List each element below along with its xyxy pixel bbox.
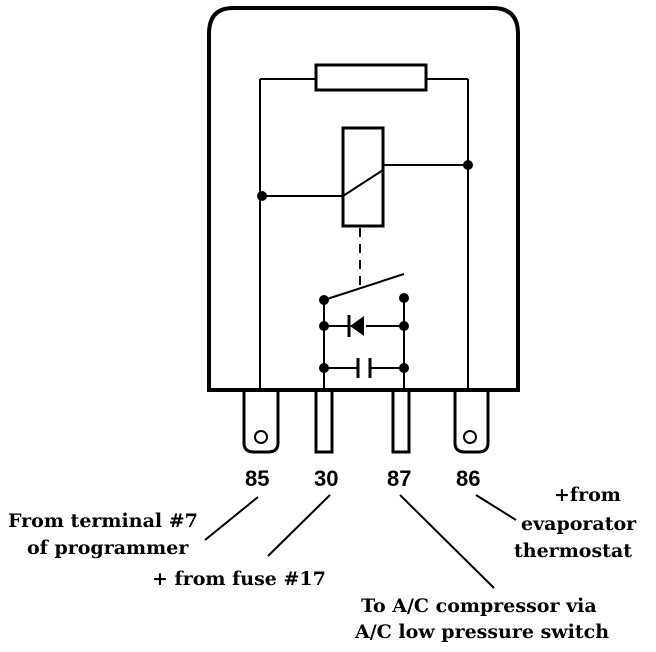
switch-network xyxy=(319,273,409,390)
terminal-85-label: 85 xyxy=(245,466,269,491)
relay-coil xyxy=(257,126,473,228)
terminal-30-label: 30 xyxy=(314,466,338,491)
leader-85 xyxy=(204,496,259,541)
resistor xyxy=(314,63,428,92)
annotation-86-line1: +from xyxy=(554,484,621,506)
leader-30 xyxy=(267,494,331,557)
annotation-85-line1: From terminal #7 xyxy=(8,510,198,532)
annotation-86-line3: thermostat xyxy=(514,540,632,562)
terminal-87-pin xyxy=(391,388,411,454)
terminal-85-pin xyxy=(242,390,280,454)
annotation-86-line2: evaporator xyxy=(521,513,637,535)
terminal-30-pin xyxy=(314,388,334,454)
terminal-87-label: 87 xyxy=(387,466,411,491)
annotation-87-line2: A/C low pressure switch xyxy=(354,621,609,643)
annotation-85-line2: of programmer xyxy=(27,537,189,559)
diode-symbol xyxy=(350,316,364,336)
terminal-86-label: 86 xyxy=(456,466,480,491)
annotation-30-line1: + from fuse #17 xyxy=(152,568,326,590)
annotation-87-line1: To A/C compressor via xyxy=(361,595,597,617)
leader-87 xyxy=(399,494,495,589)
leader-86 xyxy=(475,494,517,521)
relay-housing xyxy=(207,6,520,392)
terminal-86-pin xyxy=(453,390,490,454)
